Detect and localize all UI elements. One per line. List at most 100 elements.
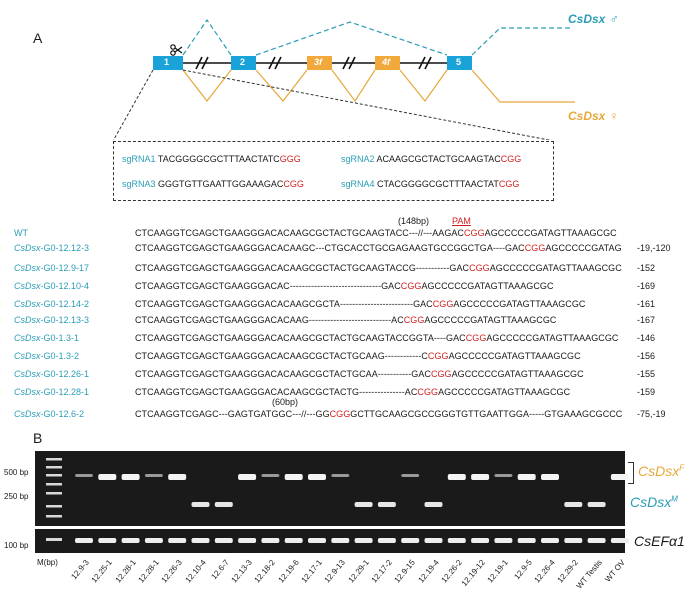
gel-band-female: [331, 474, 350, 477]
alignment-row-deletion: -146: [637, 333, 656, 343]
ladder-band: [46, 474, 62, 477]
band-label-female: CsDsxF: [638, 463, 685, 479]
gene-label-female: CsDsx ♀: [568, 109, 618, 123]
gel-band-reference: [447, 538, 466, 543]
alignment-row-name: CsDsx-G0-12.28-1: [14, 387, 90, 397]
alignment-row-sequence: CTCAAGGTCGAGCTGAAGGGACACAAGCGCTACTGCAAGT…: [135, 333, 619, 343]
ladder-band: [46, 483, 62, 486]
gel-band-reference: [424, 538, 443, 543]
gel-band-female: [401, 474, 420, 477]
alignment-row-sequence: CTCAAGGTCGAGCTGAAGGGACACAAGCGCTACTGCAAG-…: [135, 351, 581, 361]
alignment-row-name: CsDsx-G0-12.12-3: [14, 243, 90, 253]
gel-band-reference: [214, 538, 233, 543]
alignment-row-sequence: CTCAAGGTCGAGCTGAAGGGACACAAGCGCTACTG-----…: [135, 387, 571, 397]
gel-band-reference: [284, 538, 303, 543]
annotation-148bp: (148bp): [398, 216, 430, 226]
alignment-row-deletion: -169: [637, 281, 656, 291]
gel-band-reference: [238, 538, 257, 543]
female-splice-line: [331, 69, 376, 103]
gel-band-reference: [377, 538, 396, 543]
gel-band-reference: [471, 538, 490, 543]
gel-band-female: [238, 474, 257, 480]
band-label-reference: CsEFα1: [634, 533, 685, 549]
gel-band-reference: [331, 538, 350, 543]
exon-label: 2: [240, 57, 246, 67]
exon-4f: [375, 56, 400, 70]
annotation-60bp: (60bp): [272, 397, 299, 407]
gel-band-reference: [261, 538, 280, 543]
alignment-row-name: CsDsx-G0-12.13-3: [14, 315, 90, 325]
alignment-row-deletion: -75,-19: [637, 409, 666, 419]
alignment-row-name: CsDsx-G0-12.9-17: [14, 263, 90, 273]
sgrna-entry: sgRNA4 CTACGGGGCGCTTTAACTATCGG: [341, 179, 520, 189]
bp-label: 500 bp: [4, 468, 29, 477]
alignment-row-deletion: -167: [637, 315, 656, 325]
gel-band-reference: [517, 538, 536, 543]
gel-band-reference: [354, 538, 373, 543]
gel-band-female: [121, 474, 140, 480]
alignment-row-sequence: CTCAAGGTCGAGCTGAAGGGACACAAGCGCTACTGCAAGT…: [135, 263, 622, 273]
male-splice-line: [471, 27, 570, 56]
gel-band-reference: [144, 538, 163, 543]
gel-band-female: [308, 474, 326, 480]
sgrna-entry: sgRNA2 ACAAGCGCTACTGCAAGTACCGG: [341, 154, 522, 164]
alignment-row-deletion: -155: [637, 369, 656, 379]
gel-band-female: [610, 474, 629, 480]
exon-2: [231, 56, 256, 70]
alignment-row-name: CsDsx-G0-1.3-2: [14, 351, 80, 361]
exon-label: 1: [164, 57, 170, 67]
alignment-row-sequence: CTCAAGGTCGAGC---GAGTGATGGC---//---GGCGGG…: [135, 409, 623, 419]
gel-band-male: [214, 502, 233, 507]
gel-band-female: [517, 474, 536, 480]
gel-band-female: [168, 474, 187, 480]
band-label-male: CsDsxM: [630, 494, 678, 510]
gene-structure-diagram: [112, 18, 575, 140]
bp-label: 100 bp: [4, 541, 29, 550]
alignment-row-name: CsDsx-G0-12.14-2: [14, 299, 90, 309]
gel-band-reference: [587, 538, 606, 543]
alignment-row-name: WT: [14, 228, 28, 238]
gel-band-reference: [308, 538, 326, 543]
alignment-row-sequence: CTCAAGGTCGAGCTGAAGGGACACAAGCGCTA--------…: [135, 299, 586, 309]
gel-band-female: [144, 474, 163, 477]
exon-label: 3f: [314, 57, 323, 67]
gel-band-reference: [401, 538, 420, 543]
gel-band-reference: [191, 538, 210, 543]
alignment-row-name: CsDsx-G0-12.26-1: [14, 369, 90, 379]
exon-label: 4f: [382, 57, 391, 67]
gel-band-reference: [75, 538, 93, 543]
sgrna-box: [113, 141, 554, 201]
marker-label: M(bp): [37, 558, 58, 567]
bp-label: 250 bp: [4, 492, 29, 501]
ladder-band: [46, 466, 62, 469]
gel-band-reference: [541, 538, 559, 543]
alignment-row-sequence: CTCAAGGTCGAGCTGAAGGGACACAAG-------------…: [135, 315, 557, 325]
alignment-row-name: CsDsx-G0-1.3-1: [14, 333, 80, 343]
gel-image-top: [35, 451, 625, 526]
ladder-band: [46, 505, 62, 508]
sgrna-entry: sgRNA3 GGGTGTTGAATTGGAAAGACCGG: [122, 179, 304, 189]
gel-band-male: [424, 502, 443, 507]
annotation-pam: PAM: [452, 216, 471, 226]
alignment-row-deletion: -156: [637, 351, 656, 361]
gel-band-reference: [610, 538, 629, 543]
gene-label-male: CsDsx ♂: [568, 12, 618, 26]
ladder-band: [46, 538, 62, 541]
gel-band-male: [377, 502, 396, 507]
alignment-row-deletion: -161: [637, 299, 656, 309]
alignment-row-sequence: CTCAAGGTCGAGCTGAAGGGACACAAGCGCTACTGCAA--…: [135, 369, 584, 379]
gel-band-reference: [564, 538, 583, 543]
scissors-icon: [170, 44, 183, 56]
alignment-row-deletion: -159: [637, 387, 656, 397]
alignment-row-deletion: -19,-120: [637, 243, 671, 253]
panel-a-letter: A: [33, 30, 43, 46]
female-splice-line: [182, 69, 232, 102]
ladder-band: [46, 492, 62, 495]
gel-band-female: [447, 474, 466, 480]
exon-5: [447, 56, 472, 70]
gel-band-female: [471, 474, 490, 480]
gel-band-reference: [168, 538, 187, 543]
alignment-row-sequence: CTCAAGGTCGAGCTGAAGGGACACAAGCGCTACTGCAAGT…: [135, 228, 617, 238]
alignment-row-name: CsDsx-G0-12.10-4: [14, 281, 90, 291]
